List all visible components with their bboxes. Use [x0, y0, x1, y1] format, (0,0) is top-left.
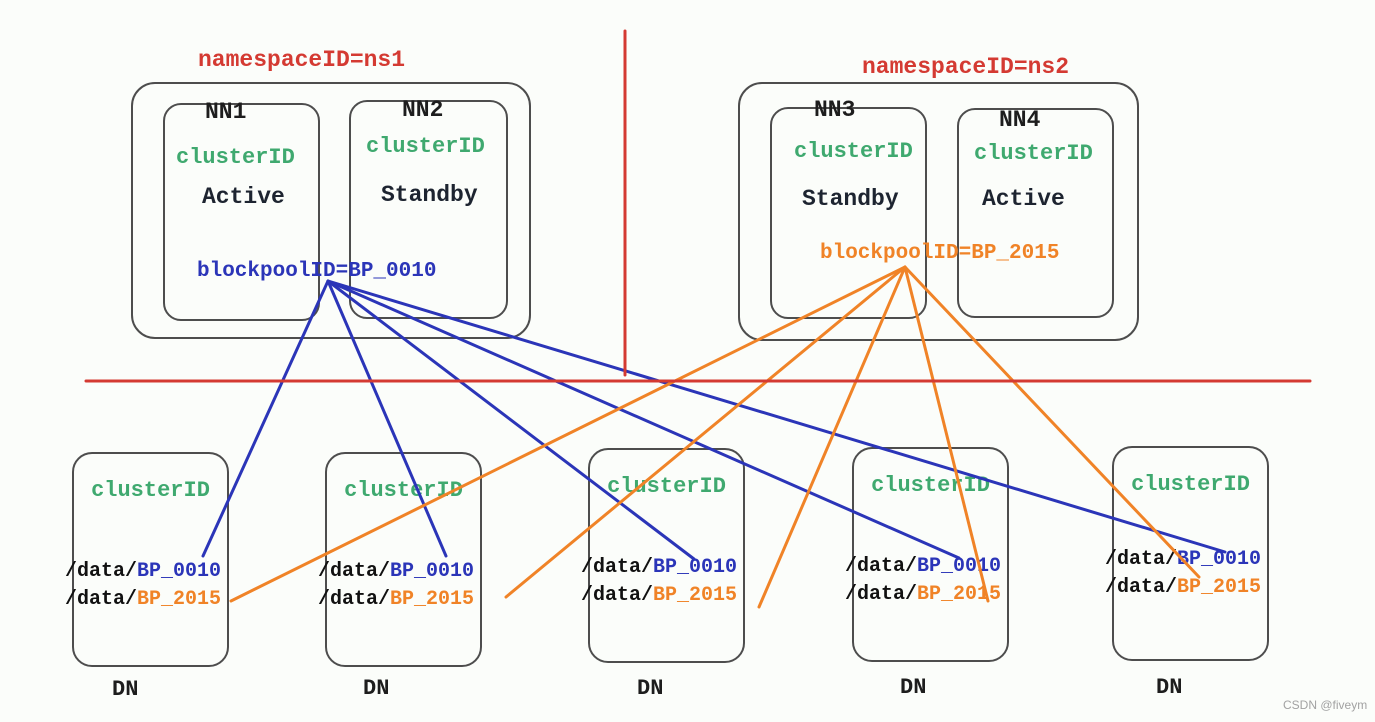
datanode-3-cluster-id: clusterID — [607, 474, 726, 499]
namenode-nn3-box — [770, 107, 927, 319]
datanode-1-path-bp2015: /data/BP_2015 — [65, 588, 222, 611]
datanode-5-path-bp2015: /data/BP_2015 — [1105, 576, 1262, 599]
datanode-3-box: clusterID /data/BP_0010 /data/BP_2015 — [581, 448, 745, 663]
datanode-3-path-bp0010: /data/BP_0010 — [581, 556, 738, 579]
datanode-2-path-bp2015: /data/BP_2015 — [318, 588, 475, 611]
namenode-nn1-box — [163, 103, 320, 321]
datanode-3-paths: /data/BP_0010 /data/BP_2015 — [581, 554, 737, 610]
namenode-nn4-box — [957, 108, 1114, 318]
datanode-1-box: clusterID /data/BP_0010 /data/BP_2015 — [65, 452, 229, 667]
datanode-5-path-bp0010: /data/BP_0010 — [1105, 548, 1262, 571]
datanode-5-box: clusterID /data/BP_0010 /data/BP_2015 — [1105, 446, 1269, 661]
datanode-4-path-bp0010: /data/BP_0010 — [845, 555, 1002, 578]
datanode-2-box: clusterID /data/BP_0010 /data/BP_2015 — [318, 452, 482, 667]
datanode-1-paths: /data/BP_0010 /data/BP_2015 — [65, 558, 221, 614]
datanode-3-path-bp2015: /data/BP_2015 — [581, 584, 738, 607]
namenode-nn2-box — [349, 100, 508, 319]
datanode-5-label: DN — [1156, 675, 1183, 700]
namespace-ns1-title: namespaceID=ns1 — [198, 47, 406, 73]
datanode-4-cluster-id: clusterID — [871, 473, 990, 498]
datanode-2-path-bp0010: /data/BP_0010 — [318, 560, 475, 583]
datanode-1-cluster-id: clusterID — [91, 478, 210, 503]
datanode-3-label: DN — [637, 676, 664, 701]
namespace-ns2-title: namespaceID=ns2 — [862, 54, 1070, 80]
datanode-2-label: DN — [363, 676, 390, 701]
datanode-4-path-bp2015: /data/BP_2015 — [845, 583, 1002, 606]
csdn-watermark: CSDN @fiveym — [1283, 698, 1368, 712]
datanode-2-paths: /data/BP_0010 /data/BP_2015 — [318, 558, 474, 614]
datanode-4-paths: /data/BP_0010 /data/BP_2015 — [845, 553, 1001, 609]
datanode-5-paths: /data/BP_0010 /data/BP_2015 — [1105, 546, 1261, 602]
datanode-2-cluster-id: clusterID — [344, 478, 463, 503]
datanode-1-path-bp0010: /data/BP_0010 — [65, 560, 222, 583]
datanode-1-label: DN — [112, 677, 139, 702]
datanode-4-label: DN — [900, 675, 927, 700]
datanode-4-box: clusterID /data/BP_0010 /data/BP_2015 — [845, 447, 1009, 662]
datanode-5-cluster-id: clusterID — [1131, 472, 1250, 497]
